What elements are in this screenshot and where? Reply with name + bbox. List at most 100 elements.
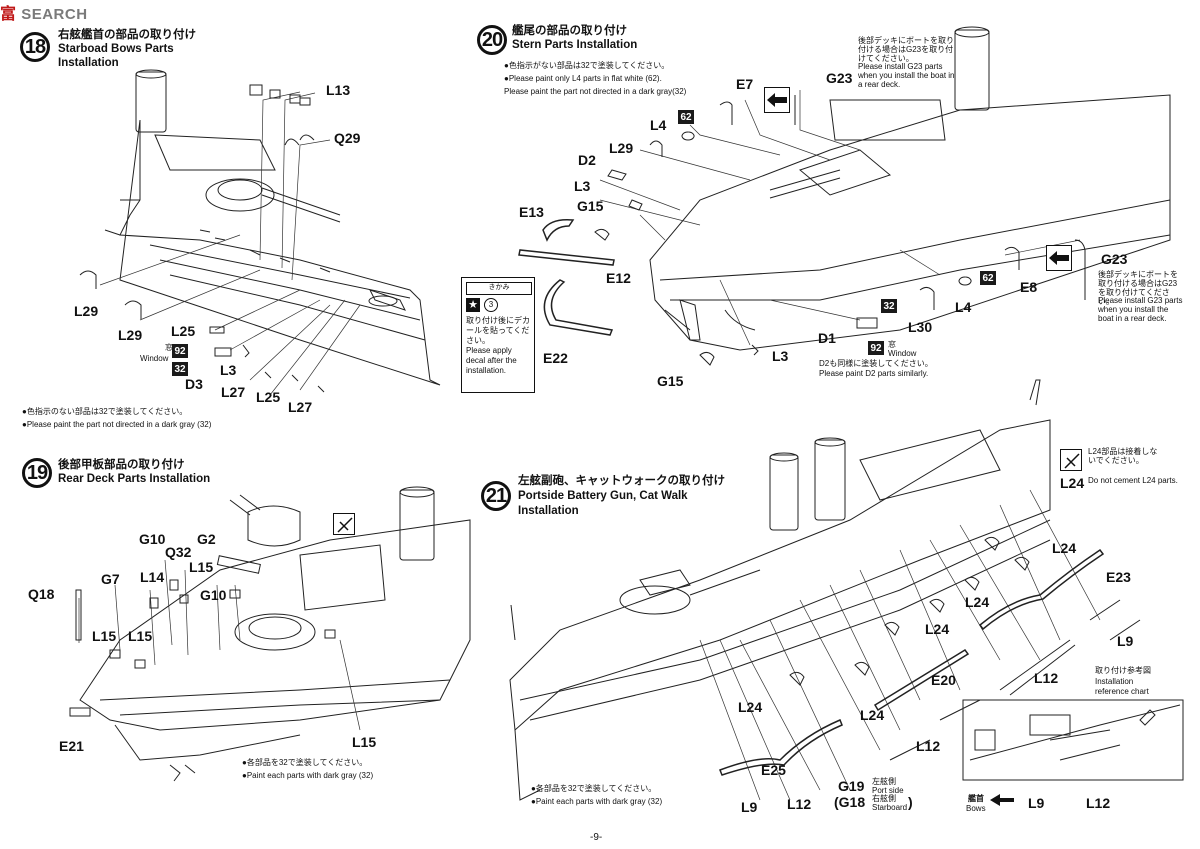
part-label: G10 [139,531,166,547]
part-label: L25 [256,389,281,405]
part-label: L12 [787,796,812,812]
step-number-21: 21 [481,481,511,511]
watermark-text: SEARCH [21,6,88,23]
part-label: D2 [578,152,596,168]
part-label: L3 [772,348,789,364]
port-side-jp: 左舷側 [872,777,896,786]
bows-label-jp: 艦首 [968,794,984,803]
step21-cement-note-en: Do not cement L24 parts. [1088,476,1178,485]
direction-arrow-icon [1046,245,1072,271]
step19-note-jp: ●各部品を32で塗装してください。 [242,758,368,767]
part-label: L9 [741,799,758,815]
step18-note-en: ●Please paint the part not directed in a… [22,420,212,429]
window-label-en: Window [888,349,917,358]
step20-parts [518,95,1086,366]
part-label: L15 [92,628,117,644]
step18-leader-lines [99,91,361,396]
paint-code-badge: 92 [868,341,884,355]
step21-title-en-line1: Portside Battery Gun, Cat Walk [518,490,688,502]
paint-code-badge: 32 [881,299,897,313]
part-label: G7 [101,571,120,587]
part-label: Q18 [28,586,55,602]
step21-title-en-line2: Installation [518,505,579,517]
part-label: (G18 [834,794,866,810]
part-label: L3 [220,362,237,378]
paint-code-badge: 32 [172,362,188,376]
part-label: L14 [140,569,165,585]
star-icon: ★ [466,298,480,312]
no-cement-icon [333,513,355,535]
part-label: L27 [221,384,246,400]
part-label: L24 [738,699,763,715]
starboard-en: Starboard [872,803,908,812]
part-label: E22 [543,350,568,366]
part-label: L24 [965,594,990,610]
part-label: L9 [1028,795,1045,811]
window-label-en: Window [140,354,169,363]
port-side-en: Port side [872,786,904,795]
step20-boat-note2-en: Please install G23 parts when you instal… [1098,296,1183,323]
step20-note3-en: Please paint the part not directed in a … [504,87,687,96]
watermark-logo: 富 [0,6,17,23]
step18-title-en-line2: Installation [58,57,119,69]
decal-note-jp: 取り付け後にデカールを貼ってください。 [466,316,530,345]
page-number: -9- [590,832,603,843]
paint-code-badge: 92 [172,344,188,358]
step18-note-jp: ●色指示のない部品は32で塗装してください。 [22,407,188,416]
step20-boat-note2-jp: 後部デッキにボートを取り付ける場合はG23を取り付けてください。 [1098,270,1178,306]
step20-leader-lines [599,90,1081,346]
step-number-18: 18 [20,32,50,62]
part-label: L12 [1034,670,1059,686]
step-number-20: 20 [477,25,507,55]
reference-chart-title-en-1: Installation [1095,677,1134,686]
decal-box-title: きかみ [466,282,532,295]
part-label: L13 [326,82,351,98]
part-label: E23 [1106,569,1131,585]
part-label: L30 [908,319,933,335]
part-label: E21 [59,738,84,754]
step19-hull-drawing [79,486,471,782]
step20-d2-note-jp: D2も同様に塗装してください。 [819,359,933,368]
part-label: E13 [519,204,544,220]
step18-title-en-line1: Starboad Bows Parts [58,43,174,55]
part-label: L24 [1060,475,1085,491]
step21-leader-lines [699,489,1101,801]
part-label: L15 [352,734,377,750]
paint-code-badge: 62 [678,110,694,124]
step19-leader-lines [78,559,361,731]
step18-hull-drawing [104,69,441,386]
part-label: G23 [826,70,853,86]
step19-parts [69,555,336,717]
part-label: G23 [1101,251,1128,267]
part-label: E8 [1020,279,1038,295]
part-label: Q29 [334,130,361,146]
part-label: L4 [955,299,972,315]
part-label: L27 [288,399,313,415]
step20-title-jp: 艦尾の部品の取り付け [512,25,627,37]
step20-d2-note-en: Please paint D2 parts similarly. [819,369,929,378]
reference-chart-title-en-2: reference chart [1095,687,1149,696]
part-label: L24 [925,621,950,637]
part-label: G10 [200,587,227,603]
part-label: L9 [1117,633,1134,649]
part-label: L29 [118,327,143,343]
bows-label-en: Bows [966,804,986,813]
step18-title-jp: 右舷艦首の部品の取り付け [58,29,196,41]
step-number-19: 19 [22,458,52,488]
reference-chart-title-jp: 取り付け参考図 [1095,666,1151,675]
part-label: G2 [197,531,216,547]
part-label: Q32 [165,544,192,560]
part-label: L25 [171,323,196,339]
part-label: L29 [609,140,634,156]
bows-arrow-icon [990,794,1014,806]
part-label: L4 [650,117,667,133]
part-label: L15 [128,628,153,644]
decal-instruction-box: きかみ ★ 3 取り付け後にデカールを貼ってください。 Please apply… [461,277,535,393]
part-label: G15 [657,373,684,389]
part-label: L12 [1086,795,1111,811]
step21-hull-drawing [509,379,1051,801]
watermark: 富 SEARCH [0,0,88,24]
window-label-jp: 窓 [165,343,173,352]
step21-note-en: ●Paint each parts with dark gray (32) [531,797,663,806]
no-cement-icon [1060,449,1082,471]
